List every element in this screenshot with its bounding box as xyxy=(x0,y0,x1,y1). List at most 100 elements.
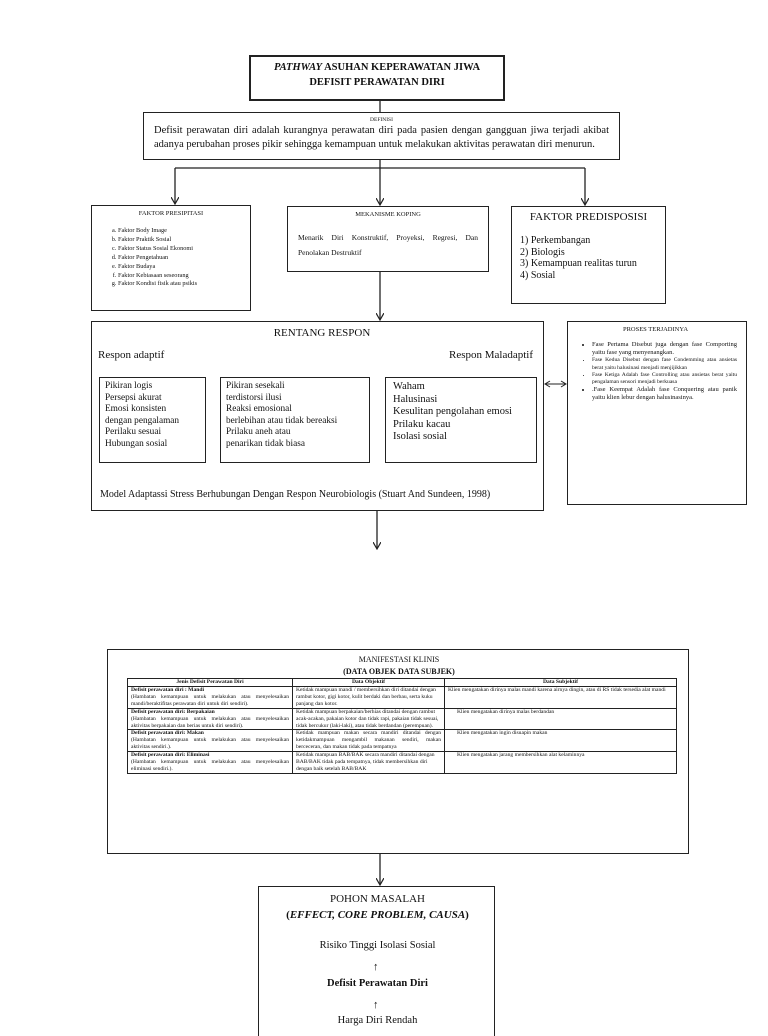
table-cell: Ketidak mampuan mandi / membersihkan dir… xyxy=(292,686,445,709)
table-cell: Klien mengatakan dirinya malas mandi kar… xyxy=(444,686,677,709)
definisi-label: DEFINISI xyxy=(370,117,393,123)
table-row: Defisit perawatan diri: Berpakaian(Hamba… xyxy=(127,707,677,731)
list-item: 4) Sosial xyxy=(520,269,556,281)
up-arrow-icon: ↑ xyxy=(373,999,379,1011)
respon-intermediate-list: Pikiran sesekali terdistorsi ilusi Reaks… xyxy=(220,377,370,463)
list-item: Faktor Praktik Sosial xyxy=(118,236,242,245)
rentang-respon-title: RENTANG RESPON xyxy=(273,327,371,339)
table-cell: Ketidak mampuan BAB/BAK secara mandiri d… xyxy=(292,751,445,774)
list-item: Faktor Pengetahuan xyxy=(118,254,242,263)
title-line-1-rest: ASUHAN KEPERAWATAN JIWA xyxy=(324,62,481,73)
pohon-masalah-title: POHON MASALAH xyxy=(329,893,426,905)
table-cell: Ketidak mampuan makan secara mandiri dit… xyxy=(292,729,445,753)
pohon-masalah-box: POHON MASALAH (EFFECT, CORE PROBLEM, CAU… xyxy=(258,886,495,1036)
list-item: Emosi konsisten xyxy=(105,404,167,415)
rentang-respon-box: RENTANG RESPON Respon adaptif Respon Mal… xyxy=(91,321,544,511)
manifestasi-klinis-box: MANIFESTASI KLINIS (DATA OBJEK DATA SUBJ… xyxy=(107,649,689,854)
table-cell: Klien mengatakan ingin disuapin makan xyxy=(444,729,677,753)
list-item: 3) Kemampuan realitas turun xyxy=(520,258,637,269)
faktor-presipitasi-list: Faktor Body Image Faktor Praktik Sosial … xyxy=(100,227,242,289)
jenis-label: Defisit perawatan diri: Makan xyxy=(131,730,204,737)
list-item: Prilaku kacau xyxy=(393,418,451,430)
list-item: 1) Perkembangan xyxy=(520,235,591,246)
list-item: Waham xyxy=(393,381,425,392)
table-cell: Klien mengatakan dirinya malas berdandan xyxy=(444,707,677,731)
respon-maladaptif-label: Respon Maladaptif xyxy=(448,349,533,361)
jenis-desc: (Hambatan kemampuan untuk melakukan atau… xyxy=(131,759,289,772)
list-item: Halusinasi xyxy=(393,393,438,405)
pohon-core-problem: Defisit Perawatan Diri xyxy=(327,978,428,989)
table-cell: Defisit perawatan diri: Makan(Hambatan k… xyxy=(127,729,293,753)
list-item: Faktor Status Sosial Ekonomi xyxy=(118,245,242,254)
jenis-label: Defisit perawatan diri: Berpakaian xyxy=(131,708,215,715)
jenis-desc: (Hambatan kemampuan untuk melakukan atau… xyxy=(131,737,289,751)
list-item: Persepsi akurat xyxy=(105,392,162,403)
faktor-presipitasi-box: FAKTOR PRESIPITASI Faktor Body Image Fak… xyxy=(91,205,251,311)
list-item: Faktor Budaya xyxy=(118,263,242,272)
list-item: Pikiran sesekali xyxy=(226,381,285,391)
column-header: Data Objektif xyxy=(292,678,445,687)
definisi-text: Defisit perawatan diri adalah kurangnya … xyxy=(154,125,609,150)
manifestasi-title: MANIFESTASI KLINIS xyxy=(358,655,440,664)
up-arrow-icon: ↑ xyxy=(373,961,379,973)
respon-maladaptif-list: Waham Halusinasi Kesulitan pengolahan em… xyxy=(385,377,537,463)
list-item: Kesulitan pengolahan emosi xyxy=(393,406,512,417)
jenis-label: Defisit perawatan diri : Mandi xyxy=(131,687,205,693)
title-line-2: DEFISIT PERAWATAN DIRI xyxy=(309,77,445,88)
respon-proses-link-right-head xyxy=(560,380,567,388)
table-cell: Defisit perawatan diri: Eliminasi(Hambat… xyxy=(127,751,293,774)
table-cell: Klien mengatakan jarang membersihkan ala… xyxy=(444,751,677,774)
title-line-1: PATHWAY ASUHAN KEPERAWATAN JIWA xyxy=(251,61,503,75)
list-item: .Fase Keempat Adalah fase Conquering ata… xyxy=(592,386,737,402)
faktor-presipitasi-heading: FAKTOR PRESIPITASI xyxy=(138,210,204,217)
list-item: Reaksi emosional xyxy=(226,404,292,415)
subtitle-open-paren: ( xyxy=(286,909,290,921)
respon-proses-link-left-head xyxy=(544,380,551,388)
pohon-causa: Harga Diri Rendah xyxy=(337,1015,418,1026)
model-caption: Model Adaptassi Stress Berhubungan Denga… xyxy=(100,489,491,500)
list-item: Isolasi sosial xyxy=(393,431,447,442)
list-item: Fase Ketiga Adalah fase Controlling atau… xyxy=(592,372,737,386)
list-item: Faktor Kebiasaan seseorang xyxy=(118,272,242,281)
list-item: Faktor Kondisi fisik atau psikis xyxy=(118,280,242,289)
table-cell: Defisit perawatan diri: Berpakaian(Hamba… xyxy=(127,707,293,731)
proses-terjadinya-heading: PROSES TERJADINYA xyxy=(622,326,689,333)
title-pathway-word: PATHWAY xyxy=(273,62,323,73)
table-header-row: Jenis Defisit Perawatan Diri Data Objekt… xyxy=(127,678,677,687)
faktor-predisposisi-heading: FAKTOR PREDISPOSISI xyxy=(529,211,648,223)
list-item: Faktor Body Image xyxy=(118,227,242,236)
mekanisme-koping-heading: MEKANISME KOPING xyxy=(355,211,421,218)
column-header: Data Subjektif xyxy=(444,678,677,687)
list-item: berlebihan atau tidak bereaksi xyxy=(226,415,338,426)
respon-adaptif-list: Pikiran logis Persepsi akurat Emosi kons… xyxy=(99,377,206,463)
list-item: Prilaku aneh atau xyxy=(226,427,291,438)
subtitle-italic: EFFECT, CORE PROBLEM, CAUSA xyxy=(289,909,466,921)
list-item: 2) Biologis xyxy=(520,246,565,258)
proses-terjadinya-list: Fase Pertama Disebut juga dengan fase Co… xyxy=(574,341,737,403)
definisi-box: DEFINISI Defisit perawatan diri adalah k… xyxy=(143,112,620,160)
proses-terjadinya-box: PROSES TERJADINYA Fase Pertama Disebut j… xyxy=(567,321,747,505)
jenis-label: Defisit perawatan diri: Eliminasi xyxy=(131,752,210,759)
column-header: Jenis Defisit Perawatan Diri xyxy=(127,678,293,687)
list-item: Pikiran logis xyxy=(105,381,153,391)
table-row: Defisit perawatan diri : Mandi(Hambatan … xyxy=(127,686,677,709)
mekanisme-koping-box: MEKANISME KOPING Menarik Diri Konstrukti… xyxy=(287,206,489,272)
list-item: terdistorsi ilusi xyxy=(226,392,282,403)
list-item: Fase Pertama Disebut juga dengan fase Co… xyxy=(592,341,737,357)
list-item: penarikan tidak biasa xyxy=(226,438,305,449)
faktor-predisposisi-box: FAKTOR PREDISPOSISI 1) Perkembangan 2) B… xyxy=(511,206,666,304)
respon-adaptif-label: Respon adaptif xyxy=(98,349,165,361)
table-cell: Defisit perawatan diri : Mandi(Hambatan … xyxy=(127,686,293,709)
pohon-masalah-subtitle: (EFFECT, CORE PROBLEM, CAUSA) xyxy=(259,909,496,922)
table-row: Defisit perawatan diri: Eliminasi(Hambat… xyxy=(127,751,677,774)
list-item: Fase Kedua Disebut dengan fase Condemmin… xyxy=(592,357,737,371)
jenis-desc: (Hambatan kemampuan untuk melakukan atau… xyxy=(131,715,289,729)
list-item: dengan pengalaman xyxy=(105,415,180,426)
table-cell: Ketidak mampuan berpakaian/berhias ditan… xyxy=(292,707,445,731)
jenis-desc: (Hambatan kemampuan untuk melakukan atau… xyxy=(131,693,289,707)
mekanisme-koping-text: Menarik Diri Konstruktif, Proyeksi, Regr… xyxy=(298,233,478,257)
subtitle-close-paren: ) xyxy=(465,909,469,921)
manifestasi-subtitle: (DATA OBJEK DATA SUBJEK) xyxy=(343,667,455,676)
list-item: Perilaku sesuai xyxy=(105,427,162,438)
pohon-effect: Risiko Tinggi Isolasi Sosial xyxy=(319,940,436,951)
